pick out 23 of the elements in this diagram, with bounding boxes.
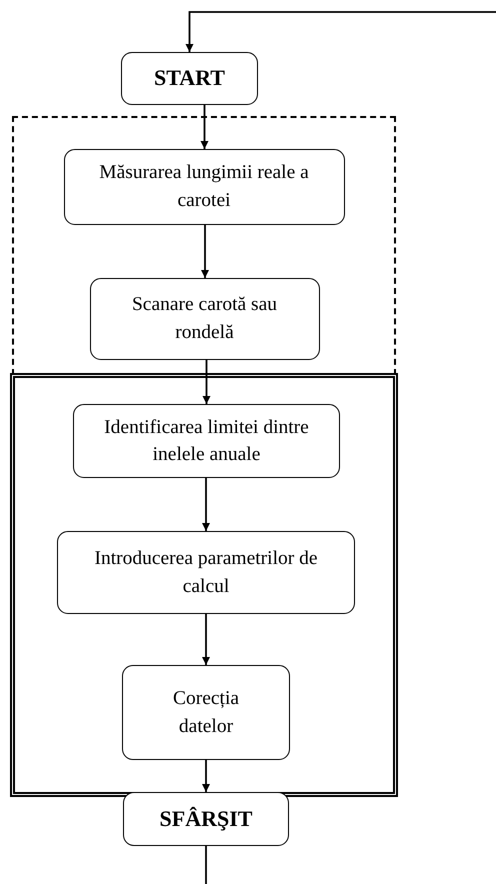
arrow [200, 105, 208, 149]
terminal-box [123, 792, 289, 846]
box-label: Identificarea limitei dintre inelele anuale [103, 416, 310, 467]
box-label: Scanare carotă sau rondelă [130, 293, 278, 344]
double-group-frame [10, 373, 398, 797]
process-box [73, 404, 340, 478]
arrow [202, 360, 210, 404]
arrow [186, 11, 496, 52]
process-box [122, 665, 290, 760]
arrow [202, 760, 210, 792]
process-box [57, 531, 355, 614]
process-box [64, 148, 344, 224]
arrow [202, 478, 210, 531]
arrow [201, 225, 209, 278]
box-label: SFÂRŞIT [160, 804, 252, 833]
terminal-box [121, 52, 258, 105]
box-label: START [154, 64, 225, 92]
box-label: Măsurarea lungimii reale a carotei [98, 161, 310, 212]
arrow [202, 614, 210, 665]
dashed-group-frame [12, 116, 396, 375]
process-box [90, 278, 320, 360]
box-label: Introducerea parametrilor de calcul [93, 547, 319, 598]
box-label: Corecția datelor [172, 687, 240, 738]
